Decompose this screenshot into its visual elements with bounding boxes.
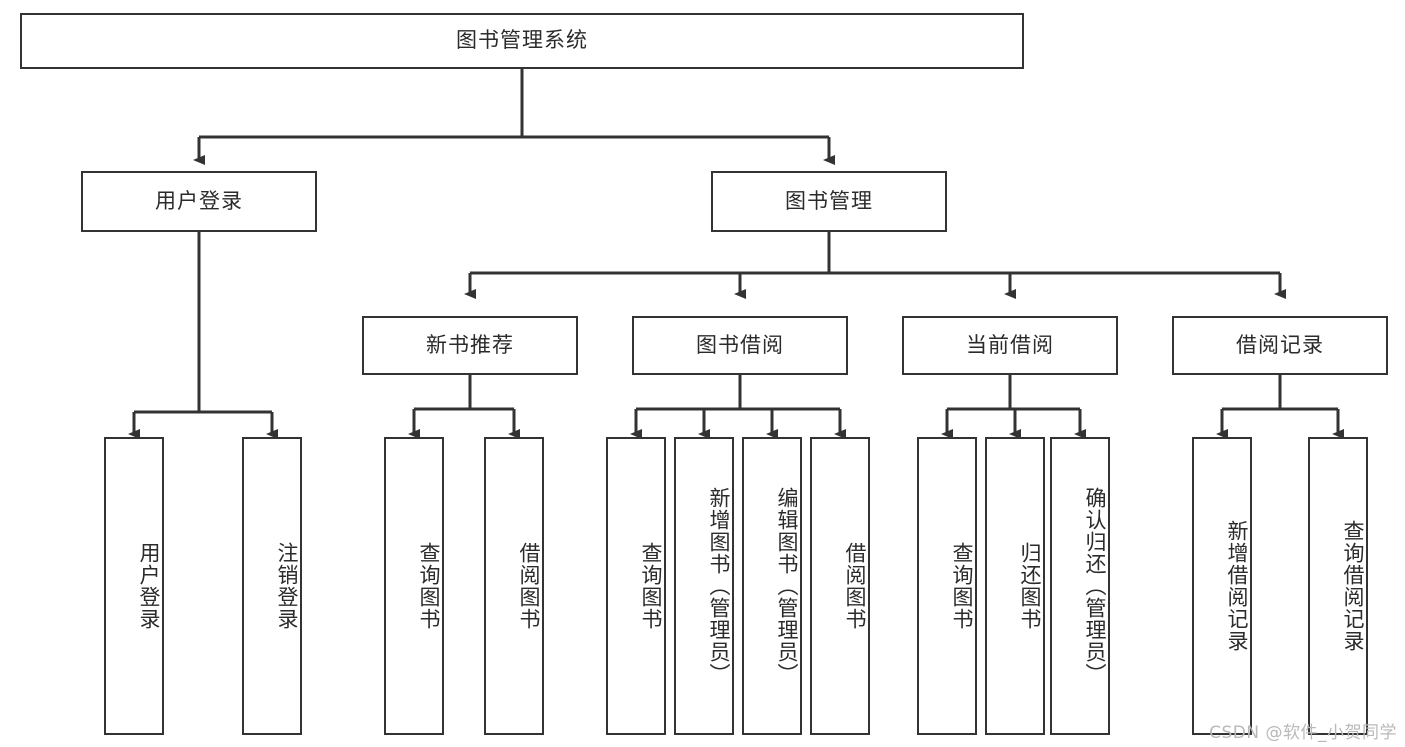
node-leaf-return-book-label: 归还图书: [1018, 542, 1042, 630]
node-leaf-logout-login[interactable]: 注销登录: [242, 437, 302, 735]
node-leaf-query-record-label: 查询借阅记录: [1341, 520, 1365, 652]
node-leaf-borrow-book-1[interactable]: 借阅图书: [484, 437, 544, 735]
node-leaf-query-book-2[interactable]: 查询图书: [606, 437, 666, 735]
node-leaf-add-book[interactable]: 新增图书（管理员）: [674, 437, 734, 735]
node-leaf-query-book-3[interactable]: 查询图书: [917, 437, 977, 735]
node-user-login-label: 用户登录: [155, 188, 243, 213]
node-root[interactable]: 图书管理系统: [20, 13, 1024, 69]
node-leaf-edit-book[interactable]: 编辑图书（管理员）: [742, 437, 802, 735]
node-leaf-return-book[interactable]: 归还图书: [985, 437, 1045, 735]
node-leaf-logout-login-label: 注销登录: [275, 542, 299, 630]
node-leaf-user-login-label: 用户登录: [137, 542, 161, 630]
node-leaf-query-book-1[interactable]: 查询图书: [384, 437, 444, 735]
node-leaf-borrow-book-1-label: 借阅图书: [517, 542, 541, 630]
node-leaf-confirm-return-label: 确认归还（管理员）: [1083, 487, 1107, 685]
node-leaf-query-record[interactable]: 查询借阅记录: [1308, 437, 1368, 735]
node-leaf-query-book-2-label: 查询图书: [639, 542, 663, 630]
node-book-manage-label: 图书管理: [785, 188, 873, 213]
node-borrow-record-label: 借阅记录: [1236, 332, 1324, 357]
node-leaf-add-record[interactable]: 新增借阅记录: [1192, 437, 1252, 735]
node-current-borrow[interactable]: 当前借阅: [902, 316, 1118, 375]
node-leaf-edit-book-label: 编辑图书（管理员）: [775, 487, 799, 685]
csdn-watermark: CSDN @软件_小贺同学: [1209, 723, 1397, 743]
node-leaf-query-book-1-label: 查询图书: [417, 542, 441, 630]
node-user-login[interactable]: 用户登录: [81, 171, 317, 232]
node-new-book-recommend-label: 新书推荐: [426, 332, 514, 357]
node-new-book-recommend[interactable]: 新书推荐: [362, 316, 578, 375]
node-book-borrow[interactable]: 图书借阅: [632, 316, 848, 375]
node-leaf-query-book-3-label: 查询图书: [950, 542, 974, 630]
node-borrow-record[interactable]: 借阅记录: [1172, 316, 1388, 375]
node-leaf-add-book-label: 新增图书（管理员）: [707, 487, 731, 685]
node-root-label: 图书管理系统: [456, 28, 588, 53]
node-leaf-add-record-label: 新增借阅记录: [1225, 520, 1249, 652]
node-current-borrow-label: 当前借阅: [966, 332, 1054, 357]
node-leaf-borrow-book-2[interactable]: 借阅图书: [810, 437, 870, 735]
node-book-manage[interactable]: 图书管理: [711, 171, 947, 232]
node-book-borrow-label: 图书借阅: [696, 332, 784, 357]
node-leaf-confirm-return[interactable]: 确认归还（管理员）: [1050, 437, 1110, 735]
node-leaf-user-login[interactable]: 用户登录: [104, 437, 164, 735]
node-leaf-borrow-book-2-label: 借阅图书: [843, 542, 867, 630]
